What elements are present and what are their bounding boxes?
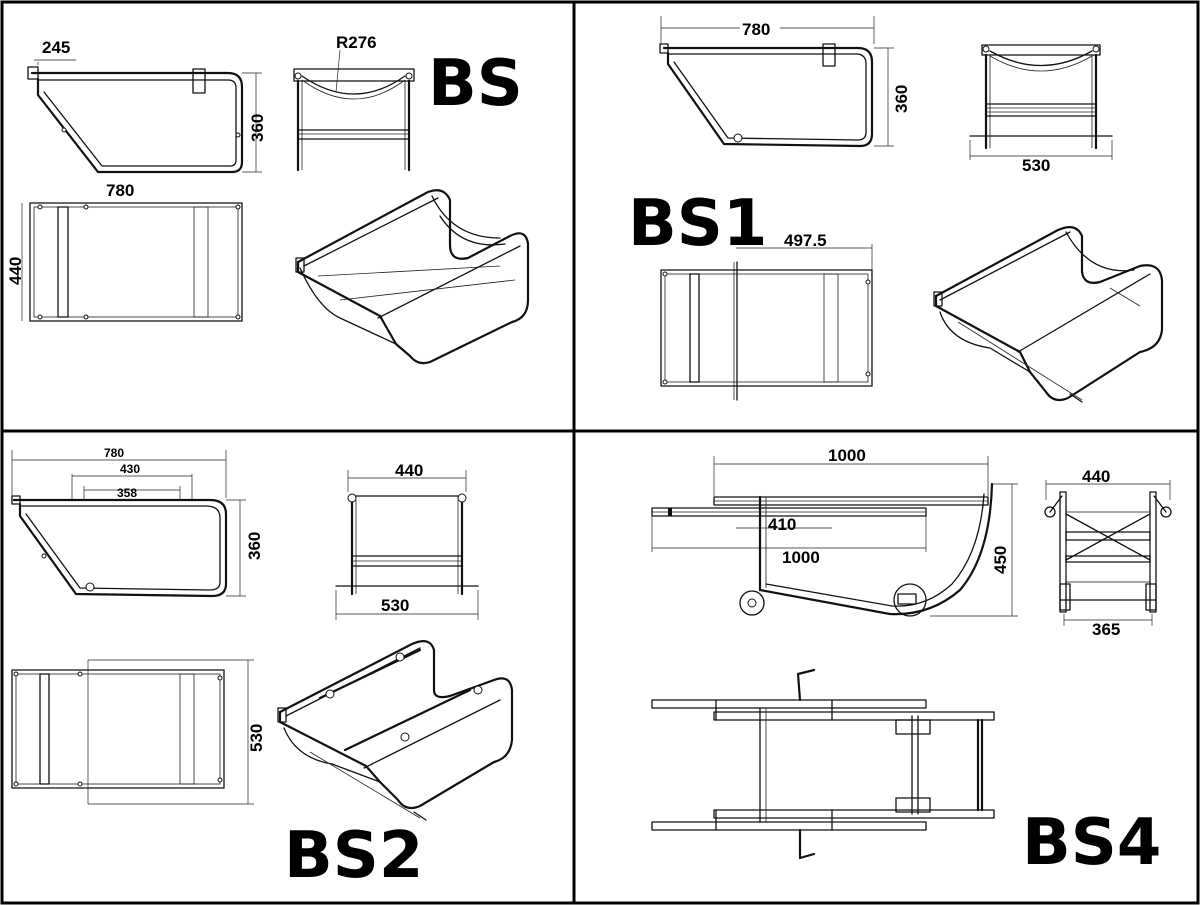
bs-dim-d: 780: [106, 181, 134, 200]
bs4-dim-a: 1000: [828, 446, 866, 465]
bs1-side-view: [659, 16, 894, 148]
bs-dim-b: R276: [336, 33, 377, 52]
panel-bs2: 780 430 358 360 440 530: [11, 446, 514, 893]
bs2-dim-c: 358: [117, 486, 137, 500]
bs2-dim-e: 440: [395, 461, 423, 480]
bs4-side-view: [651, 456, 1018, 617]
bs1-top-view: [660, 244, 873, 401]
bs2-dim-a: 780: [104, 446, 124, 460]
panel-bs1: 780 360 530 BS1: [628, 16, 1164, 403]
bs-iso-view: [295, 189, 530, 365]
bs-dim-e: 440: [6, 257, 25, 285]
bs2-top-view: [11, 659, 254, 805]
bs4-dim-d: 450: [991, 546, 1010, 574]
bs-front-view: [293, 49, 415, 172]
bs2-side-view: [11, 450, 246, 598]
bs2-front-view: [335, 470, 479, 620]
bs2-dim-f: 530: [381, 596, 409, 615]
bs4-dim-f: 365: [1092, 620, 1120, 639]
bs1-dim-c: 530: [1022, 156, 1050, 175]
bs1-dim-a: 780: [742, 20, 770, 39]
panel-bs4: 1000 410 1000 450 440 36: [651, 446, 1172, 880]
bs1-label: BS1: [628, 187, 767, 261]
bs4-front-view: [1044, 480, 1172, 626]
bs4-label: BS4: [1022, 806, 1161, 880]
bs-dim-c: 360: [248, 114, 267, 142]
bs4-dim-c: 1000: [782, 548, 820, 567]
bs-label: BS: [428, 47, 523, 121]
bs2-label: BS2: [284, 819, 423, 893]
bs-top-view: [21, 202, 243, 322]
bs2-dim-g: 530: [247, 724, 266, 752]
bs1-dim-d: 497.5: [784, 231, 827, 250]
bs2-dim-b: 430: [120, 462, 140, 476]
bs2-iso-view: [277, 639, 514, 821]
bs4-dim-e: 440: [1082, 467, 1110, 486]
bs4-top-view: [651, 668, 995, 860]
panel-bs: 245 360 R276 BS: [6, 33, 530, 365]
bs-dim-a: 245: [42, 38, 70, 57]
bs2-dim-d: 360: [245, 532, 264, 560]
bs1-dim-b: 360: [892, 85, 911, 113]
bs1-front-view: [969, 44, 1113, 160]
bs1-iso-view: [933, 225, 1164, 403]
bs-side-view: [27, 59, 262, 174]
bs4-dim-b: 410: [768, 515, 796, 534]
